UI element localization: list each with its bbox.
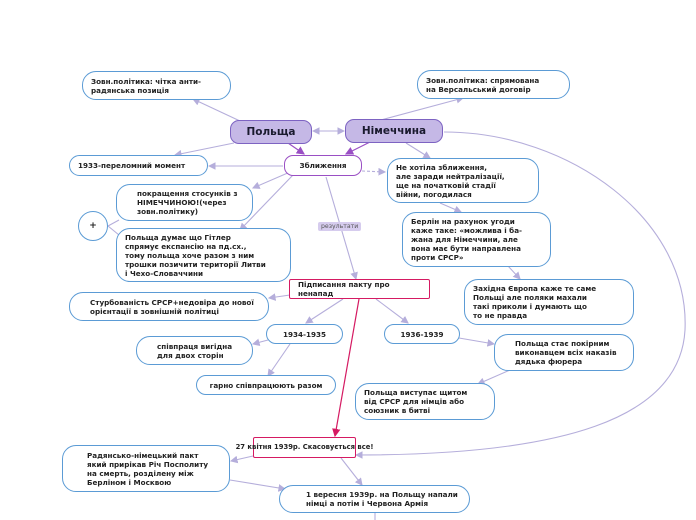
- node-good-cooperation[interactable]: гарно співпрацюють разом: [196, 375, 336, 395]
- node-nonaggression-pact[interactable]: Підписання пакту про ненапад: [289, 279, 430, 299]
- node-obedient-executor[interactable]: Польща стає покірним виконавцем всіх нак…: [494, 334, 634, 371]
- node-shield[interactable]: Польща виступає щитом від СРСР для німці…: [355, 383, 495, 420]
- node-improve-relations[interactable]: покращення стосунків з НІМЕЧЧИНОЮ!(через…: [116, 184, 253, 221]
- node-cooperation[interactable]: співпраця вигідна для двох сторін: [136, 336, 253, 365]
- node-germany[interactable]: Німеччина: [345, 119, 443, 143]
- node-september-1939[interactable]: 1 вересня 1939р. на Польщу напали німці …: [279, 485, 470, 513]
- node-1936-1939[interactable]: 1936-1939: [384, 324, 460, 344]
- node-rapprochement[interactable]: Зближення: [284, 155, 362, 176]
- node-plus[interactable]: +: [78, 211, 108, 241]
- node-poland-thinks[interactable]: Польща думає що Гітлер спрямує експансію…: [116, 228, 291, 282]
- results-label: результати: [318, 222, 362, 231]
- node-berlin-deal[interactable]: Берлін на рахунок угоди каже таке: «можл…: [402, 212, 551, 267]
- node-germany-policy[interactable]: Зовн.політика: спрямована на Версальськи…: [417, 70, 570, 99]
- node-soviet-german-pact[interactable]: Радянсько-німецький пакт який прирікав Р…: [62, 445, 230, 492]
- node-poland-policy[interactable]: Зовн.політика: чітка анти- радянська поз…: [82, 71, 231, 100]
- node-poland[interactable]: Польща: [230, 120, 312, 144]
- node-no-rapprochement[interactable]: Не хотіла зближення, але заради нейтралі…: [387, 158, 539, 203]
- node-april-1939[interactable]: 27 квітня 1939р. Скасовується все!: [236, 437, 373, 458]
- node-1933-turning-point[interactable]: 1933-переломний момент: [69, 155, 208, 176]
- node-west-europe[interactable]: Західна Європа каже те саме Польщі але п…: [464, 279, 634, 325]
- node-1934-1935[interactable]: 1934-1935: [266, 324, 343, 344]
- node-ussr-concern[interactable]: Стурбованість СРСР+недовіра до нової орі…: [69, 292, 269, 321]
